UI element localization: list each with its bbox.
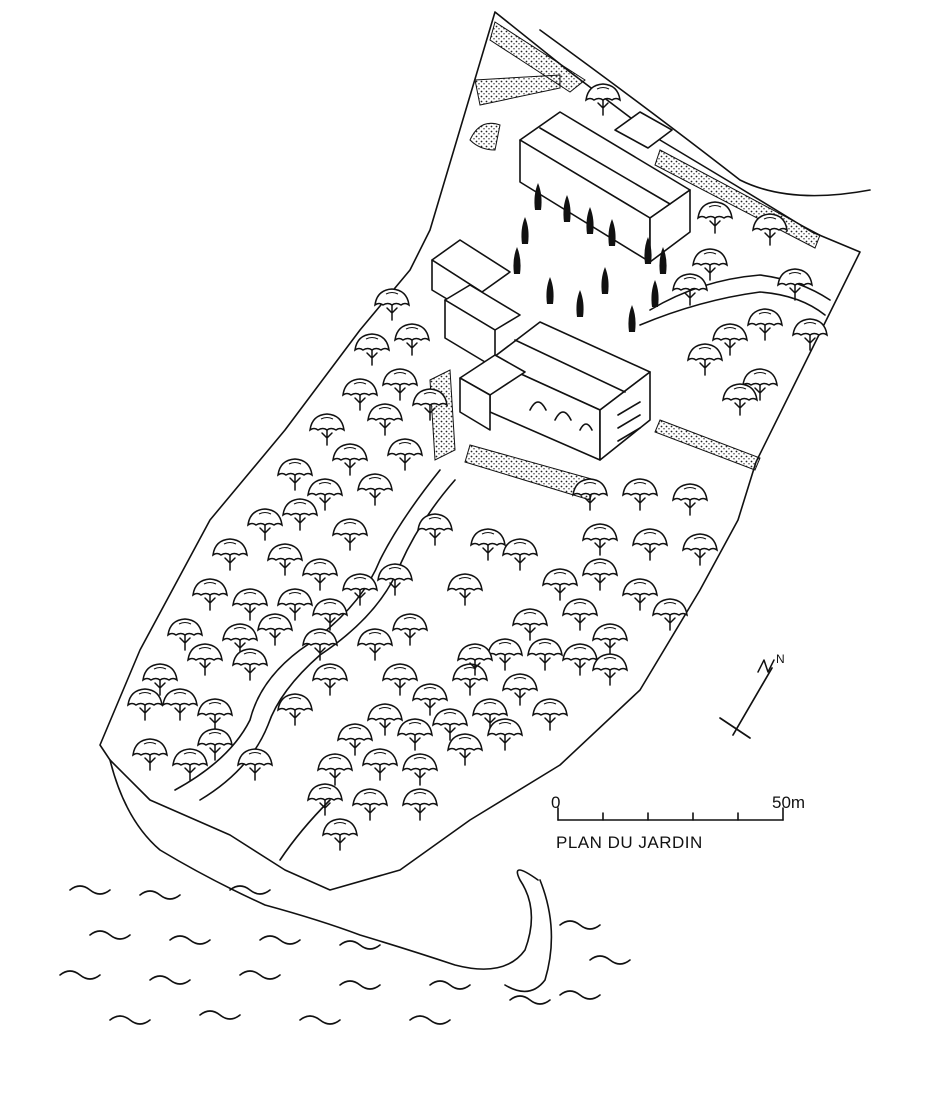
north-building xyxy=(519,111,691,263)
north-arrow-icon xyxy=(719,659,775,739)
north-arrow-label: N xyxy=(776,652,785,666)
garden-parcel xyxy=(99,11,871,993)
scale-bar: 0 50m xyxy=(551,793,805,821)
buildings xyxy=(431,111,691,461)
west-wing xyxy=(431,239,521,369)
road-edge xyxy=(539,29,871,197)
shoreline xyxy=(109,759,539,970)
scale-start-label: 0 xyxy=(551,793,560,812)
sea xyxy=(59,885,631,1025)
map-title: PLAN DU JARDIN xyxy=(556,833,703,852)
outer-coast xyxy=(504,879,553,993)
scale-end-label: 50m xyxy=(772,793,805,812)
main-house xyxy=(459,321,651,461)
